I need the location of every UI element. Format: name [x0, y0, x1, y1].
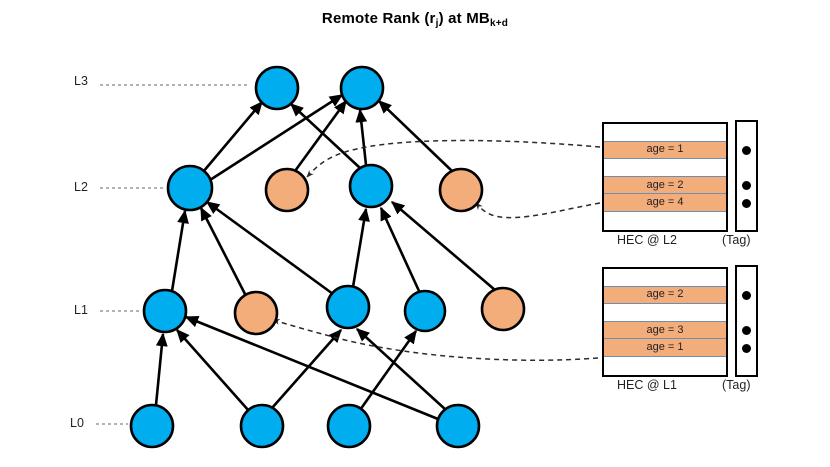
title-sub-j: j: [435, 18, 439, 29]
hec-l1-row-3[interactable]: age = 3: [604, 321, 726, 340]
edge-n20-n30: [202, 100, 263, 173]
node-l2-1[interactable]: [264, 167, 310, 213]
level-label-l0: L0: [70, 416, 84, 430]
hec-l2-row-1-label: age = 1: [646, 143, 684, 156]
hec-l1-row-4[interactable]: age = 1: [604, 339, 726, 357]
title-prefix: Remote Rank (r: [321, 10, 436, 27]
hec-l2-row-1[interactable]: age = 1: [604, 141, 726, 160]
edge-n22-n31: [355, 108, 368, 166]
hec-l2-row-5[interactable]: [604, 211, 726, 230]
hec-l1-caption: HEC @ L1: [617, 378, 677, 392]
edge-n20-n31: [209, 93, 344, 182]
node-l0-0[interactable]: [129, 403, 175, 449]
dashed-link-l2-age4: [475, 202, 601, 219]
level-label-l2: L2: [74, 180, 88, 194]
node-l0-3[interactable]: [435, 403, 481, 449]
edge-n11-n20: [199, 206, 248, 297]
node-l1-2[interactable]: [325, 284, 371, 330]
edge-n03-n12: [356, 328, 447, 411]
node-l0-1[interactable]: [239, 403, 285, 449]
hec-l1-tag-column: [735, 265, 758, 377]
hec-l1-row-2[interactable]: [604, 304, 726, 322]
hec-l2-row-3-label: age = 2: [646, 178, 684, 191]
node-l3-1[interactable]: [339, 65, 385, 111]
hec-l1-row-1[interactable]: age = 2: [604, 286, 726, 305]
edge-n00-n10: [154, 332, 168, 406]
hec-l1-row-3-label: age = 3: [646, 323, 684, 336]
tag-dot-l2-1: [742, 145, 751, 155]
hec-l1-tag-caption: (Tag): [722, 378, 751, 392]
node-l2-3[interactable]: [438, 167, 484, 213]
node-l2-2[interactable]: [348, 163, 394, 209]
hec-l2-tag-column: [735, 120, 758, 232]
hec-dashed-links: [272, 139, 601, 361]
level-label-l1: L1: [74, 303, 88, 317]
graph-nodes: [129, 65, 526, 449]
node-l0-2[interactable]: [326, 403, 372, 449]
hec-l1-row-0[interactable]: [604, 269, 726, 287]
edge-n01-n10: [176, 328, 250, 412]
hec-l1-row-4-label: age = 1: [646, 341, 684, 354]
page-title: Remote Rank (rj) at MBk+d: [0, 10, 830, 29]
title-mid: ) at MB: [438, 10, 490, 27]
dashed-link-l1-age1: [272, 319, 599, 361]
level-label-l3: L3: [74, 74, 88, 88]
edge-n02-n13: [358, 329, 418, 411]
dashed-link-l2-age1: [306, 139, 601, 178]
node-l2-0[interactable]: [166, 164, 214, 212]
edge-n10-n20: [170, 209, 189, 292]
node-l3-0[interactable]: [254, 65, 300, 111]
title-sub-kd: k+d: [489, 18, 509, 29]
graph-solid-edges: [154, 93, 496, 421]
tag-dot-l1-4: [742, 343, 751, 353]
edge-n14-n22: [390, 201, 496, 291]
hec-l2-row-0[interactable]: [604, 124, 726, 142]
edge-n22-n30: [290, 103, 361, 169]
edge-n13-n22: [379, 206, 421, 292]
hec-l1-table: age = 2 age = 3 age = 1: [602, 267, 728, 377]
tag-dot-l1-3: [742, 326, 751, 336]
hec-l2-table: age = 1 age = 2 age = 4: [602, 122, 728, 232]
hec-l1-row-1-label: age = 2: [646, 288, 684, 301]
edge-n21-n31: [293, 99, 348, 172]
edge-n03-n10: [184, 315, 439, 421]
hec-l2-tag-caption: (Tag): [722, 233, 751, 247]
hec-l2-row-4-label: age = 4: [646, 196, 684, 209]
node-l1-1[interactable]: [233, 290, 279, 336]
hec-l2-caption: HEC @ L2: [617, 233, 677, 247]
node-l1-0[interactable]: [142, 288, 188, 334]
level-guide-lines: [96, 84, 250, 425]
edge-n23-n31: [378, 100, 453, 172]
node-l1-4[interactable]: [480, 286, 526, 332]
hec-l1-row-5[interactable]: [604, 356, 726, 375]
hec-l2-row-2[interactable]: [604, 159, 726, 177]
tag-dot-l2-3: [742, 181, 751, 191]
hec-l2-row-3[interactable]: age = 2: [604, 176, 726, 195]
edge-n01-n12: [271, 328, 342, 409]
edge-n12-n22: [351, 207, 370, 288]
tag-dot-l1-1: [742, 290, 751, 300]
tag-dot-l2-4: [742, 198, 751, 208]
edge-n12-n20: [205, 200, 334, 296]
node-l1-3[interactable]: [403, 289, 447, 333]
hec-l2-row-4[interactable]: age = 4: [604, 194, 726, 212]
